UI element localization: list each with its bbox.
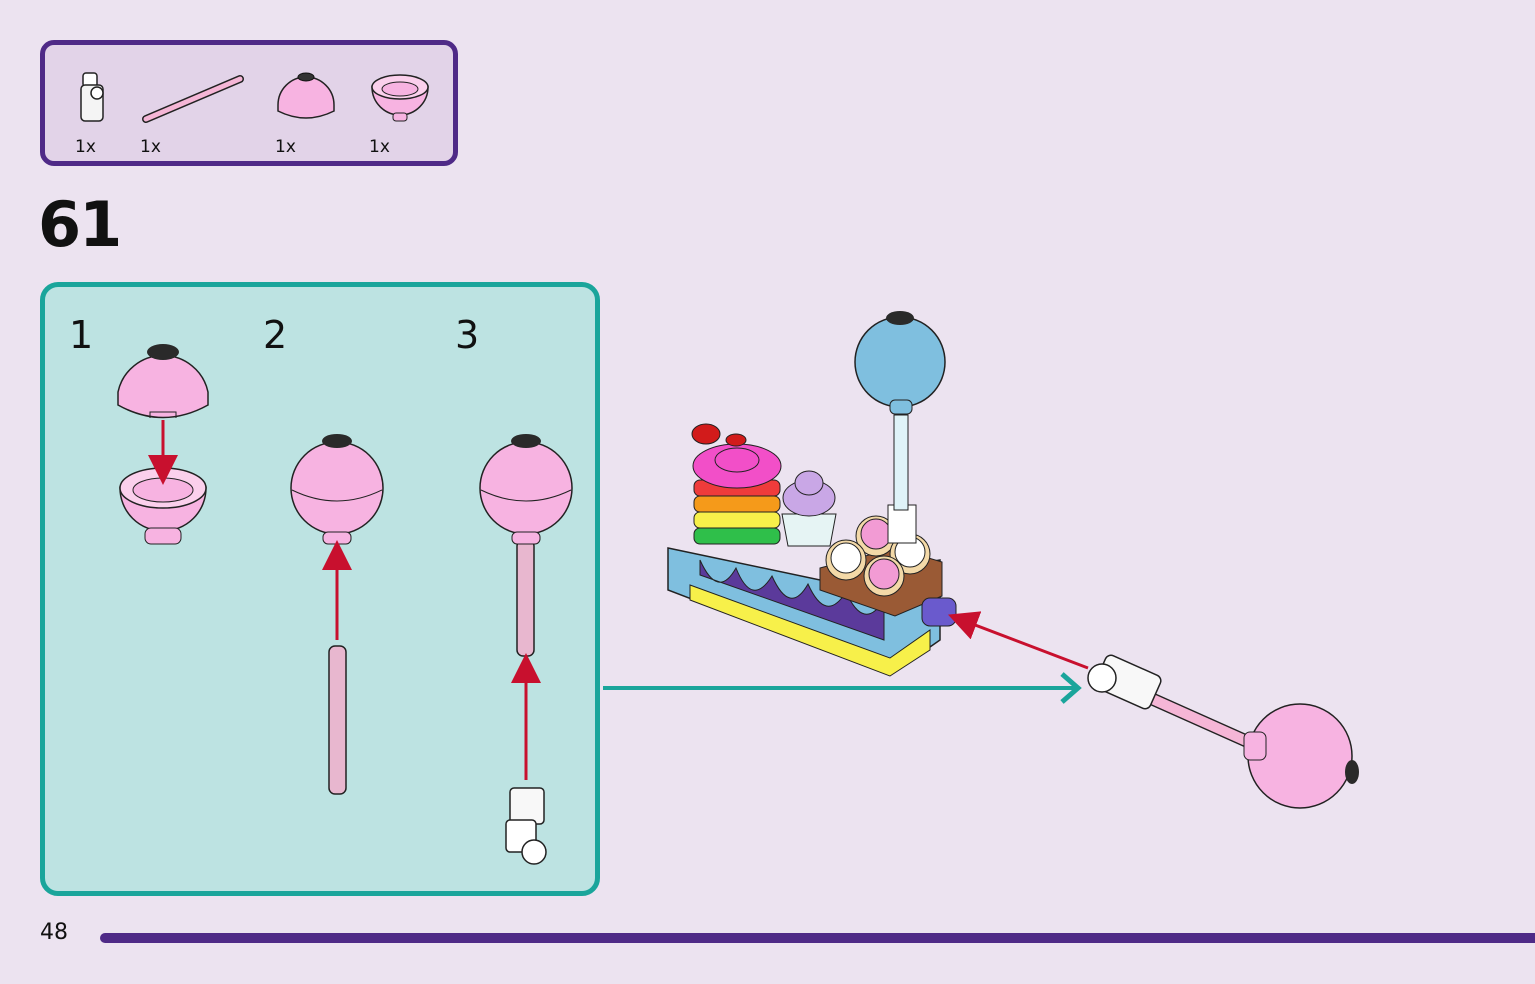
parts-item-dome-bottom: 1x xyxy=(369,67,439,157)
substep-1-dome-top xyxy=(117,344,209,419)
substep-number: 2 xyxy=(263,313,288,357)
pink-ball-subassembly xyxy=(1087,654,1359,809)
parts-item-bar: 1x xyxy=(140,67,250,157)
sweets-cart-model xyxy=(667,311,957,677)
substep-1-dome-bottom xyxy=(119,467,207,545)
pink-bar-icon xyxy=(142,75,244,123)
step-number: 61 xyxy=(38,188,122,261)
substep-number: 1 xyxy=(69,313,94,357)
parts-list-box: 1x 1x 1x 1x xyxy=(40,40,458,166)
parts-item-clip: 1x xyxy=(75,67,145,157)
pink-dome-top-icon xyxy=(277,72,335,119)
substep-3-ball-bar xyxy=(479,434,573,657)
page-divider-bar xyxy=(100,933,1535,943)
substep-2-ball xyxy=(290,434,384,545)
white-clip-icon xyxy=(80,72,104,122)
pink-dome-bottom-icon xyxy=(371,74,429,122)
red-arrow xyxy=(947,611,1089,670)
parts-qty: 1x xyxy=(275,137,296,157)
parts-qty: 1x xyxy=(75,137,96,157)
parts-item-dome-top: 1x xyxy=(275,67,345,157)
substep-3-clip xyxy=(505,787,547,865)
substep-2-bar xyxy=(328,645,347,795)
teal-callout-arrow xyxy=(603,672,1082,704)
substep-number: 3 xyxy=(455,313,480,357)
parts-qty: 1x xyxy=(140,137,161,157)
parts-qty: 1x xyxy=(369,137,390,157)
page-number: 48 xyxy=(40,920,68,945)
